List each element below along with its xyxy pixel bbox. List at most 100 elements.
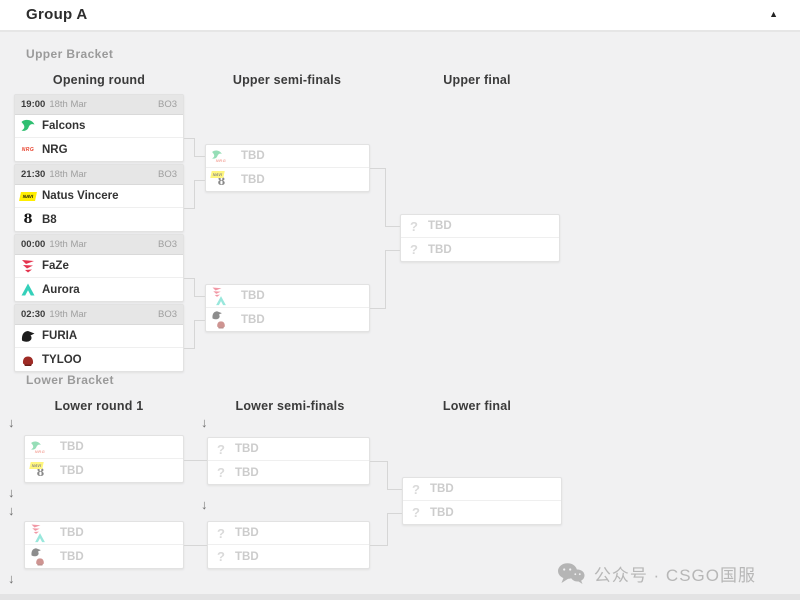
bracket-connector <box>370 461 388 462</box>
navi-logo: NAVI <box>210 171 225 178</box>
upper-semifinal-1[interactable]: NRG TBD NAVI 8 TBD <box>205 144 370 192</box>
tbd-label: TBD <box>428 220 452 232</box>
tbd-slot[interactable]: NAVI 8 TBD <box>25 459 183 482</box>
bracket-connector <box>370 168 386 169</box>
bracket-connector <box>184 208 195 209</box>
column-header-upper-final: Upper final <box>443 73 511 87</box>
team-row-furia[interactable]: FURIA <box>15 325 183 348</box>
nrg-logo: NRG <box>34 449 46 454</box>
bracket-connector <box>194 138 195 157</box>
tbd-label: TBD <box>235 466 259 479</box>
dropdown-arrow-icon: ↓ <box>8 503 15 518</box>
team-row-falcons[interactable]: Falcons <box>15 115 183 138</box>
bracket-connector <box>184 460 207 461</box>
match-time: 00:00 <box>21 239 46 250</box>
lower-final[interactable]: ? TBD ? TBD <box>402 477 562 525</box>
faze-logo <box>22 260 34 273</box>
furia-logo <box>212 311 222 320</box>
b8-logo: 8 <box>217 175 226 188</box>
bracket-connector <box>194 320 195 349</box>
column-header-lower-round-1: Lower round 1 <box>54 399 144 413</box>
tbd-slot[interactable]: ? TBD <box>208 461 369 484</box>
tbd-slot[interactable]: NAVI 8 TBD <box>206 168 369 191</box>
tbd-slot[interactable]: TBD <box>25 522 183 545</box>
column-header-upper-semifinals: Upper semi-finals <box>232 73 342 87</box>
nrg-logo: NRG <box>215 158 227 163</box>
tyloo-logo <box>36 558 44 566</box>
group-title: Group A <box>26 6 88 23</box>
match-navi-b8[interactable]: 21:30 18th Mar BO3 NAVI Natus Vincere 8 … <box>14 164 184 232</box>
tbd-slot[interactable]: ? TBD <box>403 478 561 501</box>
tbd-label: TBD <box>235 443 259 455</box>
team-row-tyloo[interactable]: TYLOO <box>15 348 183 371</box>
tbd-slot[interactable]: NRG TBD <box>206 145 369 168</box>
tbd-slot[interactable]: ? TBD <box>208 545 369 568</box>
tbd-slot[interactable]: ? TBD <box>401 238 559 261</box>
watermark: 公众号 · CSGO国服 <box>557 561 756 586</box>
match-falcons-nrg[interactable]: 19:00 18th Mar BO3 Falcons NRG NRG <box>14 94 184 162</box>
upper-semifinal-2[interactable]: TBD TBD <box>205 284 370 332</box>
tbd-slot[interactable]: ? TBD <box>401 215 559 238</box>
tbd-slot[interactable]: ? TBD <box>208 522 369 545</box>
unknown-team-icon: ? <box>410 242 418 257</box>
team-row-b8[interactable]: 8 B8 <box>15 208 183 231</box>
team-name: B8 <box>42 213 57 226</box>
tbd-label: TBD <box>241 313 265 326</box>
match-date: 19th Mar <box>49 239 87 250</box>
bracket-connector <box>385 250 400 251</box>
team-row-nrg[interactable]: NRG NRG <box>15 138 183 161</box>
bracket-connector <box>194 278 195 297</box>
navi-logo: NAVI <box>19 191 37 201</box>
falcons-logo <box>212 150 222 159</box>
possible-teams-logos <box>211 309 235 330</box>
unknown-team-icon: ? <box>217 441 225 457</box>
lower-bracket-label: Lower Bracket <box>26 373 114 387</box>
possible-teams-logos <box>211 286 235 307</box>
tbd-label: TBD <box>428 243 452 256</box>
bracket-connector <box>184 545 207 546</box>
bracket-connector <box>385 226 400 227</box>
team-row-navi[interactable]: NAVI Natus Vincere <box>15 185 183 208</box>
unknown-team-icon: ? <box>217 525 225 541</box>
tbd-slot[interactable]: TBD <box>206 308 369 331</box>
nrg-logo: NRG <box>21 146 35 153</box>
match-format: BO3 <box>157 309 177 320</box>
bracket-connector <box>194 320 205 321</box>
bracket-connector <box>194 180 195 209</box>
tbd-label: TBD <box>430 483 454 495</box>
tbd-slot[interactable]: TBD <box>206 285 369 308</box>
tbd-slot[interactable]: ? TBD <box>208 438 369 461</box>
upper-final[interactable]: ? TBD ? TBD <box>400 214 560 262</box>
tbd-slot[interactable]: ? TBD <box>403 501 561 524</box>
match-time: 21:30 <box>21 169 46 180</box>
b8-logo: 8 <box>36 466 45 479</box>
match-furia-tyloo[interactable]: 02:30 19th Mar BO3 FURIA TYLOO <box>14 304 184 372</box>
lower-semifinal-2[interactable]: ? TBD ? TBD <box>207 521 370 569</box>
lower-round1-match-1[interactable]: NRG TBD NAVI 8 TBD <box>24 435 184 483</box>
lower-round1-match-2[interactable]: TBD TBD <box>24 521 184 569</box>
dropdown-arrow-icon: ↓ <box>8 415 15 430</box>
lower-semifinal-1[interactable]: ? TBD ? TBD <box>207 437 370 485</box>
tbd-label: TBD <box>235 527 259 539</box>
unknown-team-icon: ? <box>412 481 420 497</box>
tbd-slot[interactable]: NRG TBD <box>25 436 183 459</box>
match-faze-aurora[interactable]: 00:00 19th Mar BO3 FaZe Aurora <box>14 234 184 302</box>
tbd-label: TBD <box>430 506 454 519</box>
team-row-aurora[interactable]: Aurora <box>15 278 183 301</box>
team-name: NRG <box>42 143 68 156</box>
match-header: 02:30 19th Mar BO3 <box>15 305 183 325</box>
possible-teams-logos: NRG <box>30 440 54 454</box>
team-name: Natus Vincere <box>42 190 119 202</box>
team-row-faze[interactable]: FaZe <box>15 255 183 278</box>
faze-logo <box>212 287 222 297</box>
tbd-label: TBD <box>241 290 265 302</box>
collapse-icon[interactable]: ▲ <box>769 9 778 19</box>
bracket-connector <box>387 489 402 490</box>
aurora-logo <box>21 283 35 295</box>
bracket-connector <box>184 138 195 139</box>
tbd-slot[interactable]: TBD <box>25 545 183 568</box>
dropdown-arrow-icon: ↓ <box>8 571 15 586</box>
bracket-connector <box>184 348 195 349</box>
possible-teams-logos <box>30 523 54 544</box>
match-header: 00:00 19th Mar BO3 <box>15 235 183 255</box>
